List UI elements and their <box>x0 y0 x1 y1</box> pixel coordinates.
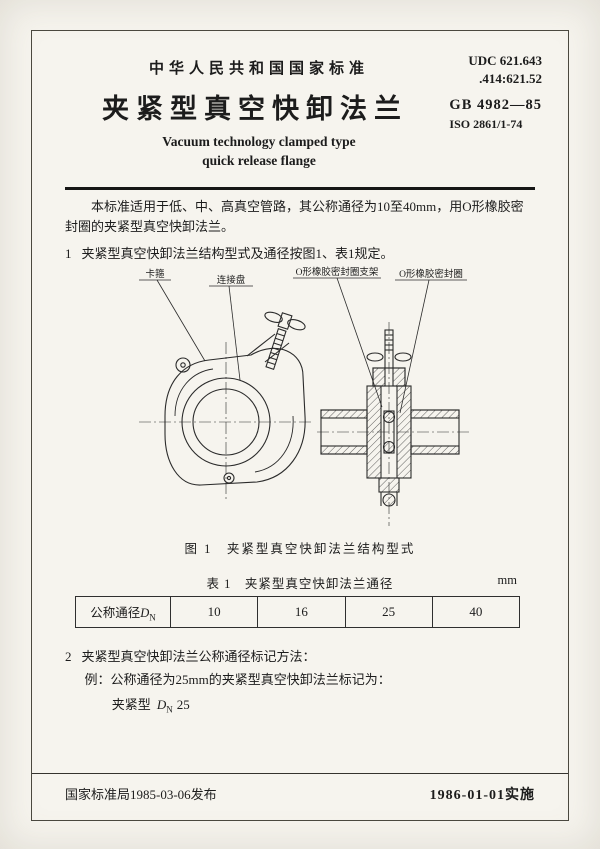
clamp-stud <box>384 329 394 369</box>
header-divider-rule <box>65 187 535 190</box>
oring-top <box>382 410 396 424</box>
section-2: 2 夹紧型真空快卸法兰公称通径标记方法： <box>65 646 535 665</box>
dn-value-cell: 16 <box>257 596 346 628</box>
figure-leader-lines <box>139 277 467 414</box>
row-label-text: 公称通径 <box>90 605 141 620</box>
english-title-line1: Vacuum technology clamped type <box>162 134 356 149</box>
clamp-front-view <box>139 311 312 502</box>
dn-value-cell: 40 <box>431 596 521 628</box>
standard-number-block: GB 4982—85 ISO 2861/1-74 <box>449 95 542 133</box>
wing-right <box>394 352 412 362</box>
lower-pin <box>223 472 235 484</box>
english-title-line2: quick release flange <box>202 152 316 168</box>
udc-classification: UDC 621.643 .414:621.52 <box>468 52 542 87</box>
footer-divider-rule <box>32 773 568 774</box>
label-oring-seal: O形橡胶密封圈 <box>399 268 463 280</box>
marking-example-intro: 例：公称通径为25mm的夹紧型真空快卸法兰标记为： <box>84 672 391 687</box>
table1-heading: 表 1 夹紧型真空快卸法兰通径 mm <box>65 573 535 591</box>
hinge-pin-section <box>382 493 396 507</box>
row-label-subscript: N <box>149 612 156 623</box>
udc-line2: .414:621.52 <box>479 70 542 86</box>
marking-size: 25 <box>176 697 190 712</box>
figure1-technical-drawing: 卡箍 连接盘 O形橡胶密封圈支架 O形橡胶密封圈 <box>139 266 471 526</box>
section-2-number: 2 <box>65 649 72 664</box>
standard-number: GB 4982—85 <box>449 97 542 113</box>
iso-reference: ISO 2861/1-74 <box>449 117 523 132</box>
label-connection-plate: 连接盘 <box>217 274 246 286</box>
implementation-date: 1986-01-01实施 <box>429 788 535 803</box>
clamp-bolt <box>265 328 287 370</box>
section-1-number: 1 <box>65 246 72 261</box>
dn-value-cell: 10 <box>169 596 259 628</box>
row-label-cell: 公称通径DN <box>75 596 171 628</box>
left-flange-disc <box>366 385 382 479</box>
label-oring-seal-support: O形橡胶密封圈支架 <box>296 266 379 278</box>
figure-callout-labels: 卡箍 连接盘 O形橡胶密封圈支架 O形橡胶密封圈 <box>145 266 462 286</box>
hinge-section <box>378 477 400 493</box>
dn-value-cell: 25 <box>344 596 433 628</box>
footer: 国家标准局1985-03-06发布 1986-01-01实施 <box>65 784 535 804</box>
right-flange-disc <box>396 385 412 479</box>
english-title: Vacuum technology clamped type quick rel… <box>65 133 453 171</box>
wing-nut <box>264 311 306 331</box>
figure1-caption: 图 1 夹紧型真空快卸法兰结构型式 <box>184 542 416 556</box>
marking-symbol: D <box>156 697 167 712</box>
document-title: 夹紧型真空快卸法兰 <box>102 94 408 124</box>
marking-subscript: N <box>166 704 173 715</box>
document-body: 本标准适用于低、中、高真空管路，其公称通径为10至40mm，用O形橡胶密封圈的夹… <box>65 197 535 715</box>
nominal-diameter-table: 公称通径DN 10 16 25 40 <box>75 596 521 628</box>
issue-date: 国家标准局1985-03-06发布 <box>65 787 217 802</box>
flange-section-view <box>317 322 471 526</box>
hinge-pin <box>175 357 191 373</box>
table-row: 公称通径DN 10 16 25 40 <box>75 596 521 628</box>
marking-prefix: 夹紧型 <box>111 697 151 712</box>
wing-left <box>366 352 384 362</box>
oring-bottom <box>382 440 396 454</box>
table1-unit: mm <box>497 573 517 587</box>
national-standard-heading: 中华人民共和国国家标准 <box>148 61 369 77</box>
udc-line1: UDC 621.643 <box>468 53 542 68</box>
section-2-text: 夹紧型真空快卸法兰公称通径标记方法： <box>81 649 316 664</box>
scope-paragraph: 本标准适用于低、中、高真空管路，其公称通径为10至40mm，用O形橡胶密封圈的夹… <box>65 199 524 234</box>
label-clamp: 卡箍 <box>145 268 165 280</box>
table1-caption: 表 1 夹紧型真空快卸法兰通径 <box>206 577 394 591</box>
row-label-symbol: D <box>140 605 150 620</box>
page-border-frame: 中华人民共和国国家标准 UDC 621.643 .414:621.52 夹紧型真… <box>31 30 569 821</box>
section-1-text: 夹紧型真空快卸法兰结构型式及通径按图1、表1规定。 <box>81 246 394 261</box>
section-1: 1 夹紧型真空快卸法兰结构型式及通径按图1、表1规定。 <box>65 243 535 262</box>
